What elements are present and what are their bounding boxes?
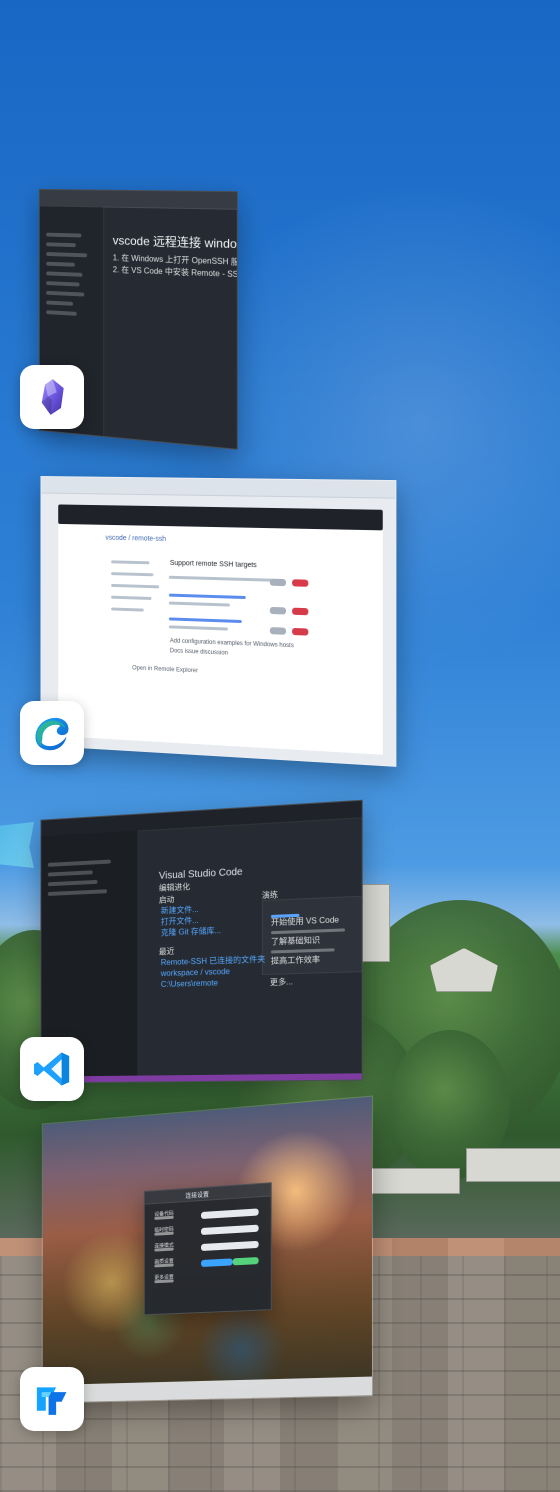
todesk-row-label-3: 连接模式 xyxy=(154,1244,173,1251)
vscode-subtitle: 编辑进化 xyxy=(159,883,190,893)
todesk-app-icon[interactable] xyxy=(20,1367,84,1431)
obsidian-note-line-2: 2. 在 VS Code 中安装 Remote - SSH 插件并配置 host xyxy=(113,266,238,283)
vscode-right-line xyxy=(271,928,345,934)
vscode-right-item-2: 了解基础知识 xyxy=(271,936,320,947)
vscode-recent-item-2: workspace / vscode xyxy=(161,968,230,979)
todesk-row-label-2: 临时密码 xyxy=(154,1228,173,1235)
vscode-recent-item-3: C:\Users\remote xyxy=(161,979,218,989)
vscode-title-bar xyxy=(41,801,361,837)
todesk-field xyxy=(201,1225,259,1235)
edge-badge xyxy=(292,628,308,636)
obsidian-file-list xyxy=(46,233,96,323)
todesk-dialog-title: 连接设置 xyxy=(185,1190,209,1201)
vscode-start-item-2: 打开文件... xyxy=(161,917,199,927)
todesk-window-preview[interactable]: 连接设置 设备代码 临时密码 连接模式 画质设置 更多设置 xyxy=(42,1095,373,1403)
edge-badge xyxy=(270,579,286,587)
obsidian-note-title: vscode 远程连接 windows xyxy=(113,234,238,251)
todesk-row-label-4: 画质设置 xyxy=(154,1259,173,1265)
vscode-recent-item-1: Remote-SSH 已连接的文件夹 xyxy=(161,956,265,968)
vscode-right-item-4: 更多... xyxy=(270,978,293,988)
edge-badge xyxy=(292,608,308,616)
todesk-field xyxy=(201,1241,259,1251)
todesk-field xyxy=(201,1208,259,1219)
vscode-recent-label: 最近 xyxy=(159,948,175,957)
vscode-right-item-1: 开始使用 VS Code xyxy=(271,916,339,928)
vscode-title: Visual Studio Code xyxy=(159,867,243,883)
edge-breadcrumb: vscode / remote-ssh xyxy=(105,535,166,543)
edge-tab-bar xyxy=(41,477,395,499)
todesk-dialog: 连接设置 设备代码 临时密码 连接模式 画质设置 更多设置 xyxy=(144,1182,272,1315)
todesk-icon xyxy=(30,1377,74,1421)
obsidian-app-icon[interactable] xyxy=(20,365,84,429)
edge-badge xyxy=(270,607,286,615)
edge-badge xyxy=(270,627,286,635)
vscode-walkthrough-panel: 开始使用 VS Code 了解基础知识 提高工作效率 xyxy=(262,895,363,975)
vscode-explorer-items xyxy=(48,858,131,901)
vscode-right-item-3: 提高工作效率 xyxy=(271,956,320,967)
obsidian-icon xyxy=(30,375,74,419)
vscode-start-label: 启动 xyxy=(159,896,175,905)
edge-badge xyxy=(292,579,308,587)
edge-window-preview[interactable]: vscode / remote-ssh Support remote SSH t… xyxy=(40,476,396,767)
todesk-row-label-5: 更多设置 xyxy=(154,1275,173,1281)
visual-studio-code-icon xyxy=(30,1047,74,1091)
vscode-window-preview[interactable]: Visual Studio Code 编辑进化 启动 新建文件... 打开文件.… xyxy=(40,800,362,1084)
todesk-field xyxy=(233,1257,259,1265)
microsoft-edge-icon xyxy=(30,711,74,755)
vscode-right-line xyxy=(271,948,335,953)
todesk-field xyxy=(201,1258,233,1267)
vscode-start-item-3: 克隆 Git 存储库... xyxy=(161,927,221,938)
microsoft-edge-app-icon[interactable] xyxy=(20,701,84,765)
vscode-start-item-1: 新建文件... xyxy=(161,906,199,916)
visual-studio-code-app-icon[interactable] xyxy=(20,1037,84,1101)
